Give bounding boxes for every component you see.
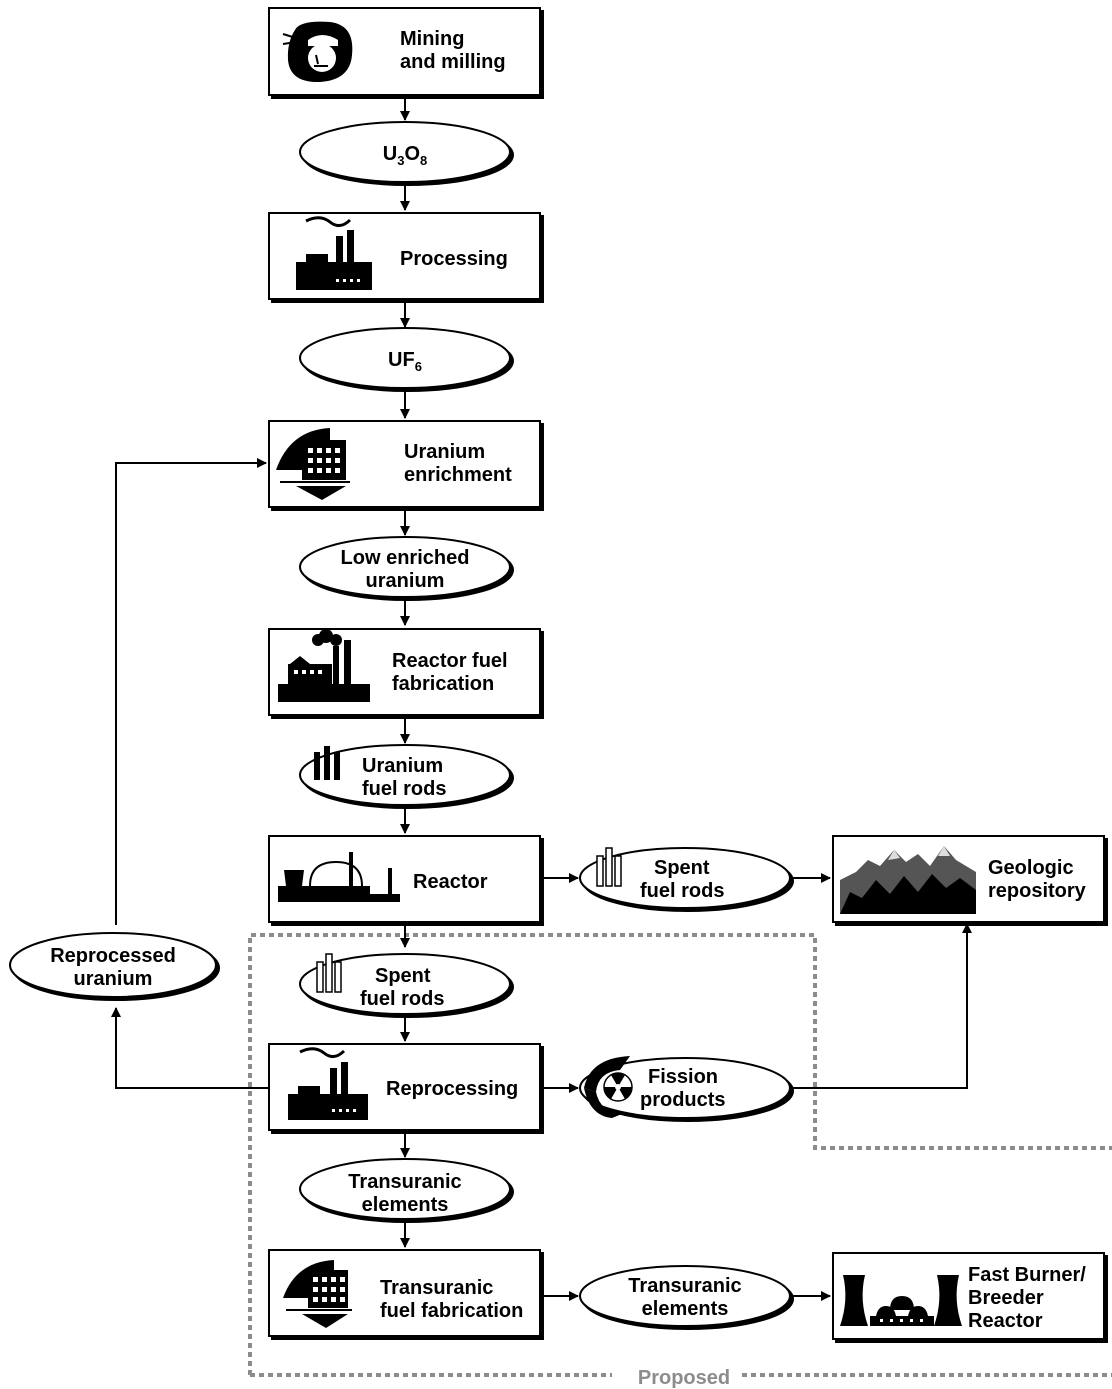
svg-text:Reactor fuel: Reactor fuel	[392, 650, 508, 672]
fuel-rods-icon	[314, 746, 340, 780]
svg-text:Spent: Spent	[654, 857, 710, 879]
svg-text:Uranium: Uranium	[404, 441, 485, 463]
svg-text:fuel rods: fuel rods	[362, 778, 446, 800]
u3o8-node: U3O8	[299, 121, 511, 183]
svg-text:uranium: uranium	[366, 570, 445, 592]
mountains-icon	[840, 846, 976, 914]
uf6-node: UF6	[299, 327, 511, 389]
svg-text:elements: elements	[362, 1194, 449, 1216]
reprocessed-uranium-node: Reprocessed uranium	[9, 932, 217, 998]
enrichment-node: Uranium enrichment	[268, 420, 541, 508]
proposed-label: Proposed	[638, 1367, 730, 1389]
radiation-icon	[584, 1056, 633, 1118]
fuel-fabrication-node: Reactor fuel fabrication	[268, 628, 541, 716]
svg-text:Fission: Fission	[648, 1066, 718, 1088]
reprocessing-node: Reprocessing	[268, 1043, 541, 1131]
svg-text:Transuranic: Transuranic	[380, 1277, 493, 1299]
fission-products-node: Fission products	[579, 1056, 791, 1119]
spent-rods-icon	[596, 847, 622, 887]
svg-text:fuel rods: fuel rods	[360, 988, 444, 1010]
svg-text:products: products	[640, 1089, 726, 1111]
svg-text:Transuranic: Transuranic	[348, 1171, 461, 1193]
svg-text:Mining: Mining	[400, 28, 464, 50]
reactor-icon	[278, 852, 400, 902]
spent-fuel-rods-below-node: Spent fuel rods	[299, 953, 511, 1015]
factory-icon	[288, 1047, 368, 1120]
transuranic-fuel-fabrication-node: Transuranic fuel fabrication	[268, 1249, 541, 1337]
svg-text:UF6: UF6	[388, 349, 422, 374]
svg-text:and milling: and milling	[400, 51, 506, 73]
spent-rods-icon	[316, 953, 342, 993]
transuranic-elements-right-node: Transuranic elements	[579, 1265, 791, 1327]
svg-text:fuel rods: fuel rods	[640, 880, 724, 902]
svg-text:Spent: Spent	[375, 965, 431, 987]
svg-text:Geologic: Geologic	[988, 857, 1074, 879]
reactor-node: Reactor	[268, 835, 541, 923]
enrichment-plant-icon	[283, 1260, 352, 1328]
svg-text:Reactor: Reactor	[413, 871, 488, 893]
factory-icon	[296, 216, 372, 290]
svg-text:Breeder: Breeder	[968, 1287, 1044, 1309]
svg-text:Uranium: Uranium	[362, 755, 443, 777]
enrichment-plant-icon	[276, 428, 350, 500]
leu-node: Low enriched uranium	[299, 536, 511, 598]
svg-text:Reprocessed: Reprocessed	[50, 945, 176, 967]
miner-icon	[282, 21, 353, 83]
processing-node: Processing	[268, 212, 541, 300]
svg-text:Fast Burner/: Fast Burner/	[968, 1264, 1086, 1286]
svg-text:Processing: Processing	[400, 248, 508, 270]
svg-text:Low enriched: Low enriched	[341, 547, 470, 569]
fuel-rods-node: Uranium fuel rods	[299, 744, 511, 806]
svg-text:enrichment: enrichment	[404, 464, 512, 486]
geologic-repository-node: Geologic repository	[832, 835, 1105, 923]
svg-text:uranium: uranium	[74, 968, 153, 990]
svg-text:repository: repository	[988, 880, 1087, 902]
svg-text:U3O8: U3O8	[383, 143, 427, 168]
cooling-towers-icon	[840, 1275, 962, 1326]
mining-node: Mining and milling	[268, 7, 541, 96]
svg-text:fuel fabrication: fuel fabrication	[380, 1300, 523, 1322]
fabrication-plant-icon	[278, 629, 370, 702]
svg-text:Reprocessing: Reprocessing	[386, 1078, 518, 1100]
svg-text:elements: elements	[642, 1298, 729, 1320]
proposed-boundary	[248, 933, 1112, 1375]
connectors	[111, 96, 972, 1301]
transuranic-elements-node: Transuranic elements	[299, 1158, 511, 1220]
svg-text:fabrication: fabrication	[392, 673, 494, 695]
svg-text:Reactor: Reactor	[968, 1310, 1043, 1332]
fast-burner-reactor-node: Fast Burner/ Breeder Reactor	[832, 1252, 1105, 1340]
svg-text:Transuranic: Transuranic	[628, 1275, 741, 1297]
spent-fuel-rods-right-node: Spent fuel rods	[579, 847, 791, 909]
